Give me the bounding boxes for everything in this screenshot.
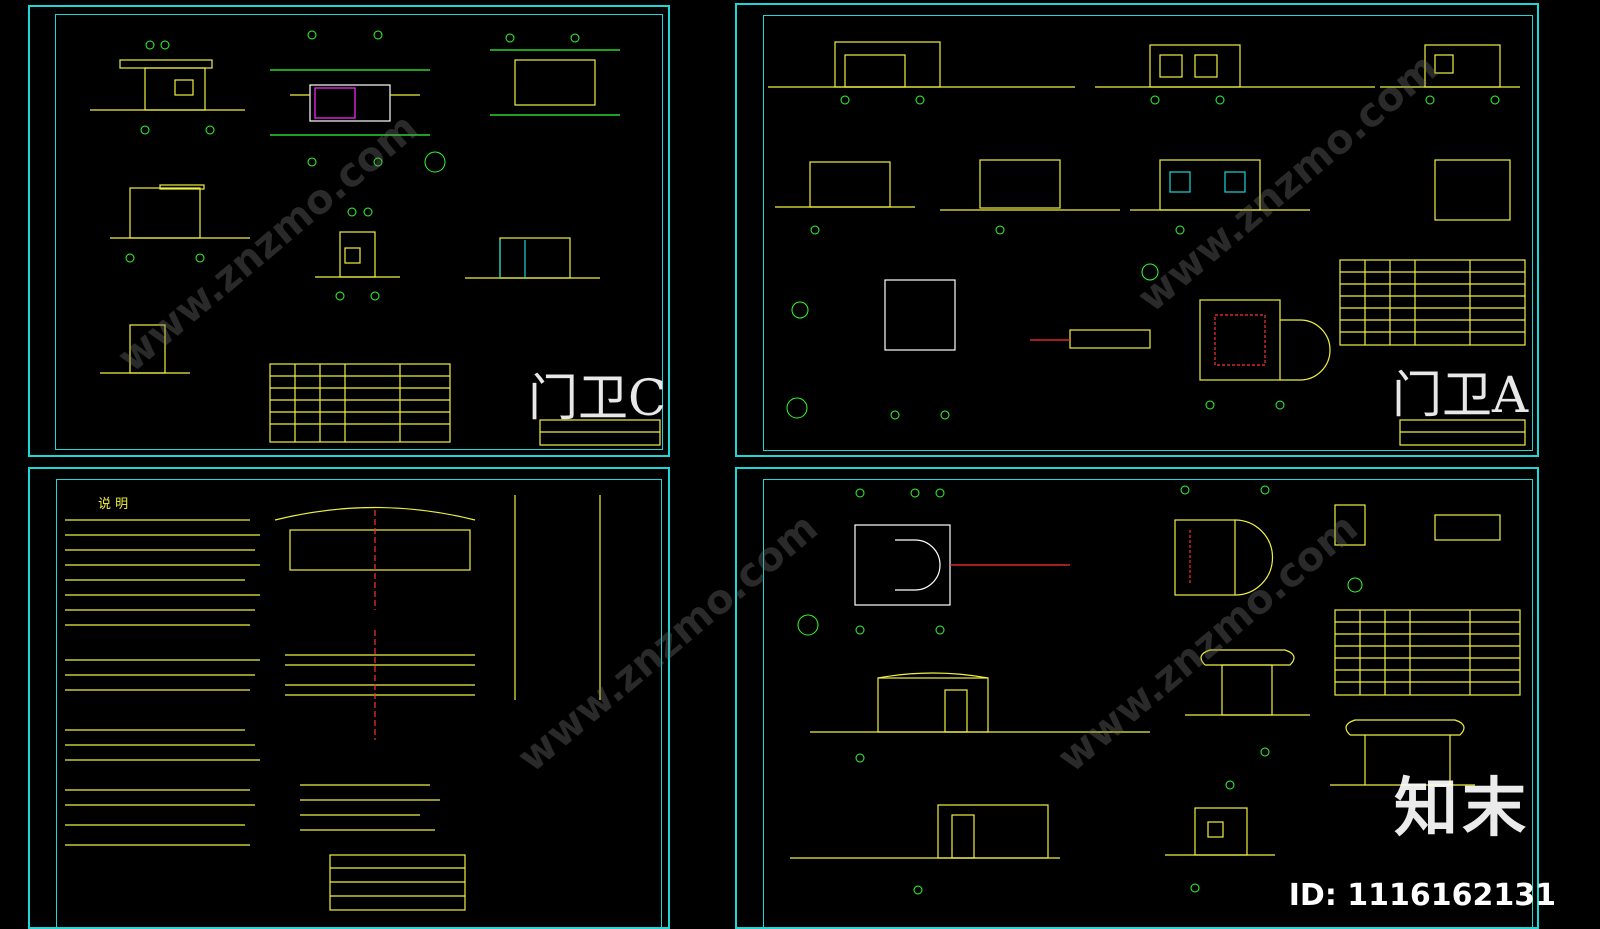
sheet-label-top-left: 门卫C bbox=[528, 369, 667, 427]
bottom-right-axis-bubbles bbox=[797, 485, 1363, 895]
asset-id: ID: 1116162131 bbox=[1288, 878, 1556, 913]
bottom-right-drawings bbox=[790, 504, 1521, 859]
sheet-top-right bbox=[735, 3, 1539, 457]
top-right-drawings bbox=[768, 41, 1526, 446]
sheet-label-top-right: 门卫A bbox=[1392, 366, 1529, 424]
top-left-drawings bbox=[90, 49, 661, 446]
sheet-top-left bbox=[28, 5, 670, 457]
sheet-top-left-inner bbox=[55, 14, 663, 450]
brand-logo: 知末 bbox=[1394, 772, 1530, 846]
top-left-axis-bubbles bbox=[125, 30, 580, 301]
top-right-axis-bubbles bbox=[786, 95, 1500, 420]
notes-title: 说 明 bbox=[98, 497, 129, 512]
sheet-top-right-inner bbox=[763, 15, 1533, 451]
bottom-left-drawings bbox=[65, 495, 601, 911]
